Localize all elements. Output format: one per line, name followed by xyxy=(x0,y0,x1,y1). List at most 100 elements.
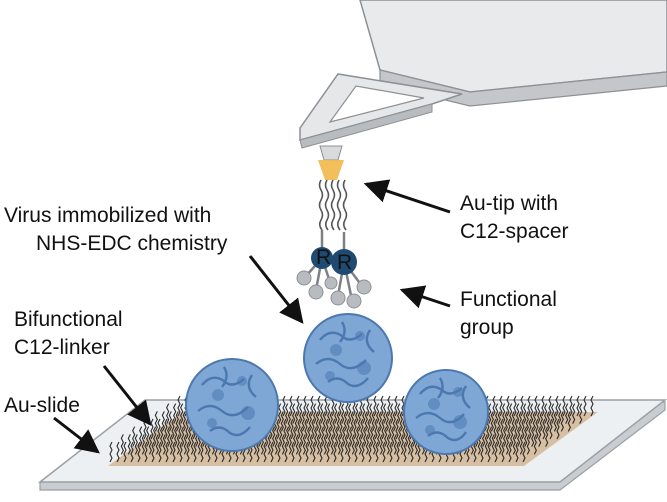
linker-molecule xyxy=(395,418,399,440)
linker-molecule xyxy=(298,441,302,463)
linker-molecule xyxy=(491,434,495,455)
linker-molecule xyxy=(560,411,564,432)
linker-molecule xyxy=(539,411,543,432)
linker-molecule xyxy=(538,426,542,447)
label-functional-line2: group xyxy=(460,316,514,339)
linker-molecule xyxy=(555,395,559,417)
linker-molecule xyxy=(333,441,337,463)
linker-molecule xyxy=(388,418,392,440)
linker-molecule xyxy=(527,395,531,417)
c12-spacer-strands xyxy=(318,179,348,231)
linker-molecule xyxy=(173,403,177,424)
linker-molecule xyxy=(153,426,157,447)
linker-molecule xyxy=(329,411,333,432)
linker-molecule xyxy=(373,395,377,417)
linker-molecule xyxy=(302,434,306,455)
linker-molecule xyxy=(546,411,550,432)
linker-molecule xyxy=(362,403,366,424)
linker-molecule xyxy=(312,441,316,463)
linker-molecule xyxy=(360,418,364,440)
linker-molecule xyxy=(473,441,477,463)
linker-molecule xyxy=(353,418,357,440)
linker-molecule xyxy=(334,403,338,424)
linker-molecule xyxy=(495,403,499,424)
label-functional-group: Functional group xyxy=(460,288,563,339)
linker-molecule xyxy=(521,418,525,440)
linker-molecule xyxy=(549,418,553,440)
label-au-tip-line2: C12-spacer xyxy=(460,220,569,243)
linker-molecule xyxy=(344,434,348,455)
linker-molecule xyxy=(501,441,505,463)
linker-molecule xyxy=(369,403,373,424)
linker-molecule xyxy=(167,426,171,447)
linker-molecule xyxy=(313,403,317,424)
linker-molecule xyxy=(337,434,341,455)
linker-molecule xyxy=(346,418,350,440)
linker-molecule xyxy=(516,403,520,424)
linker-molecule xyxy=(276,418,280,440)
linker-molecule xyxy=(519,434,523,455)
linker-molecule xyxy=(326,441,330,463)
linker-molecule xyxy=(193,441,197,463)
linker-molecule xyxy=(307,426,311,447)
linker-molecule xyxy=(484,434,488,455)
linker-molecule xyxy=(123,441,127,463)
linker-molecule xyxy=(289,395,293,417)
linker-molecule xyxy=(324,395,328,417)
linker-molecule xyxy=(385,411,389,432)
linker-molecule xyxy=(497,411,501,432)
linker-molecule xyxy=(379,434,383,455)
linker-molecule xyxy=(185,418,189,440)
linker-molecule xyxy=(355,403,359,424)
linker-molecule xyxy=(342,426,346,447)
linker-molecule xyxy=(417,441,421,463)
cantilever-arm-edge xyxy=(299,103,433,149)
linker-molecule xyxy=(397,403,401,424)
label-bifunctional-linker: Bifunctional C12-linker xyxy=(14,308,128,359)
linker-molecule xyxy=(371,411,375,432)
linker-molecule xyxy=(300,426,304,447)
linker-molecule xyxy=(267,434,271,455)
linker-molecule xyxy=(285,403,289,424)
linker-molecule xyxy=(280,411,284,432)
arrow-virus xyxy=(248,255,304,324)
linker-molecule xyxy=(283,418,287,440)
linker-molecule xyxy=(496,426,500,447)
linker-molecule xyxy=(356,426,360,447)
linker-molecule xyxy=(343,411,347,432)
linker-molecule xyxy=(528,418,532,440)
linker-molecule xyxy=(134,434,138,455)
label-linker-line2: C12-linker xyxy=(14,336,110,359)
linker-molecule xyxy=(330,434,334,455)
label-au-slide: Au-slide xyxy=(4,394,80,417)
linker-molecule xyxy=(296,395,300,417)
linker-molecule xyxy=(548,395,552,417)
linker-molecule xyxy=(325,418,329,440)
linker-molecule xyxy=(399,411,403,432)
linker-molecule xyxy=(513,395,517,417)
linker-molecule xyxy=(520,395,524,417)
linker-molecule xyxy=(165,441,169,463)
arrow-au-slide xyxy=(53,416,100,454)
linker-molecule xyxy=(381,418,385,440)
linker-molecule xyxy=(363,426,367,447)
r-group-right xyxy=(331,249,357,275)
linker-molecule xyxy=(183,434,187,455)
linker-molecule xyxy=(328,426,332,447)
linker-molecule xyxy=(172,441,176,463)
linker-molecule xyxy=(314,426,318,447)
linker-molecule xyxy=(368,441,372,463)
linker-molecule xyxy=(322,411,326,432)
linker-molecule xyxy=(341,403,345,424)
linker-molecule xyxy=(157,418,161,440)
r-group-left xyxy=(311,247,333,269)
linker-molecule xyxy=(144,441,148,463)
linker-molecule xyxy=(174,426,178,447)
linker-molecule xyxy=(318,418,322,440)
linker-molecule xyxy=(278,403,282,424)
linker-molecule xyxy=(530,403,534,424)
linker-molecule xyxy=(565,403,569,424)
linker-molecule xyxy=(146,426,150,447)
linker-molecule xyxy=(490,411,494,432)
virus-left xyxy=(185,358,279,452)
